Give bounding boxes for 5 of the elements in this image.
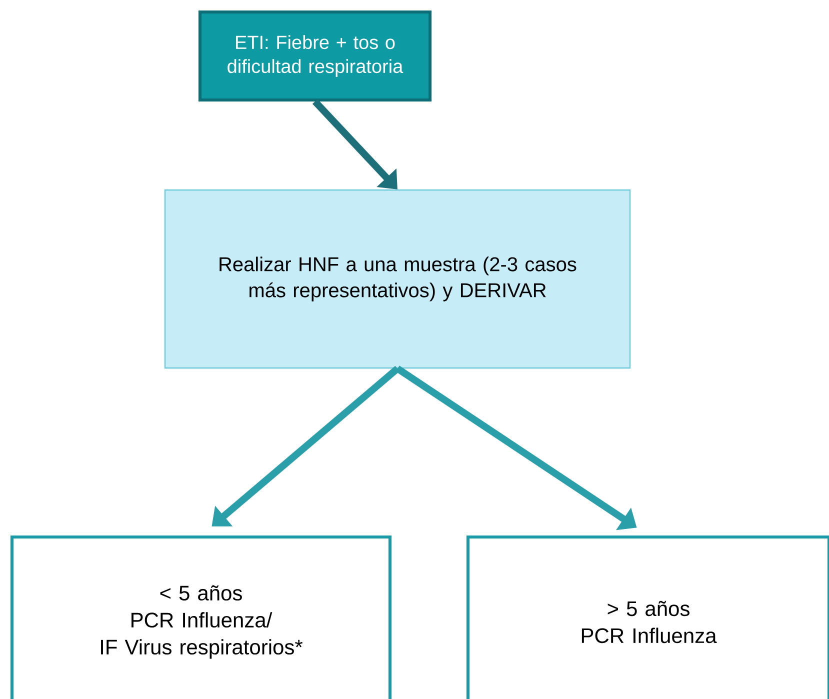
process-box: < 5 años PCR Influenza/ IF Virus respiratorios* [10, 536, 392, 699]
arrow [312, 99, 398, 190]
process-box: Realizar HNF a una muestra (2-3 casos más representativos) y DERIVAR [164, 189, 631, 369]
process-box: > 5 años PCR Influenza [466, 536, 829, 699]
process-box: ETI: Fiebre + tos o dificultad respiratoria [198, 10, 432, 102]
